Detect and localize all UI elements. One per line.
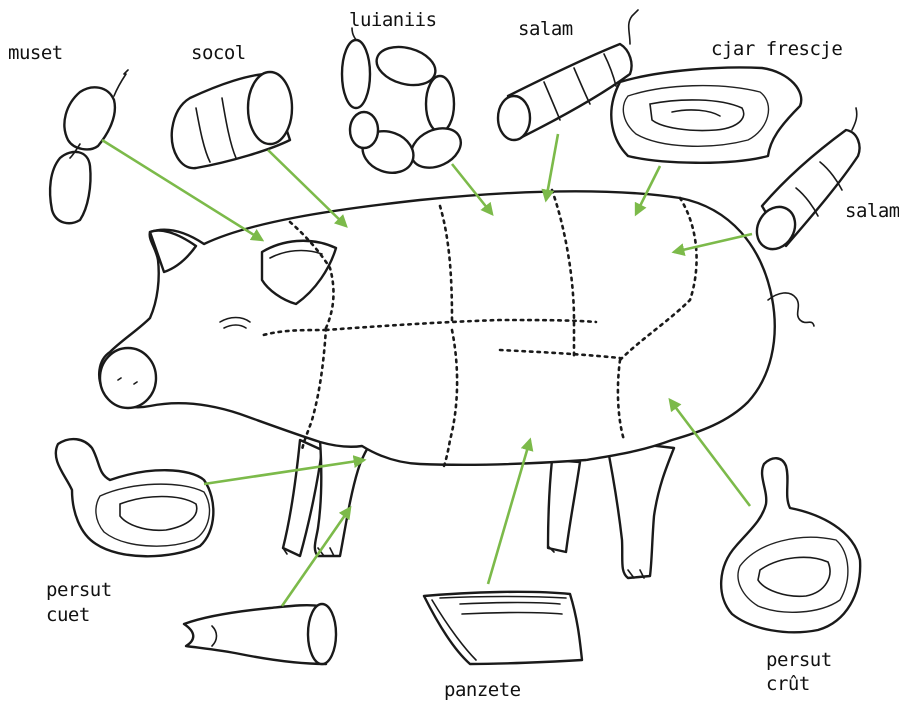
- pig-body: [99, 191, 775, 465]
- luianiis-drawing: [342, 28, 467, 180]
- panzete-drawing: [424, 592, 582, 664]
- label-salam-top: salam: [518, 16, 573, 42]
- cjar-frescje-drawing: [611, 68, 801, 163]
- pig-front-leg: [315, 440, 372, 556]
- label-salam-right: salam: [845, 198, 899, 224]
- pig-rear-leg: [606, 440, 674, 578]
- label-luianiis: luianiis: [349, 7, 437, 33]
- label-persut-cuet-line1: persut: [46, 577, 112, 603]
- label-persut-crut-line2: crût: [766, 671, 810, 697]
- muset-drawing: [50, 70, 128, 223]
- trotter-drawing: [184, 604, 336, 664]
- persut-crut-drawing: [721, 458, 860, 632]
- pig-rear-leg-back: [548, 460, 580, 552]
- label-panzete: panzete: [444, 677, 521, 703]
- label-cjar-frescje: cjar frescje: [711, 36, 842, 62]
- pig-snout: [100, 348, 156, 408]
- label-persut-cuet-line2: cuet: [46, 602, 90, 628]
- label-socol: socol: [191, 40, 246, 66]
- label-persut-crut-line1: persut: [766, 647, 832, 673]
- socol-drawing: [172, 72, 292, 168]
- persut-cuet-drawing: [56, 439, 214, 556]
- label-muset: muset: [8, 40, 63, 66]
